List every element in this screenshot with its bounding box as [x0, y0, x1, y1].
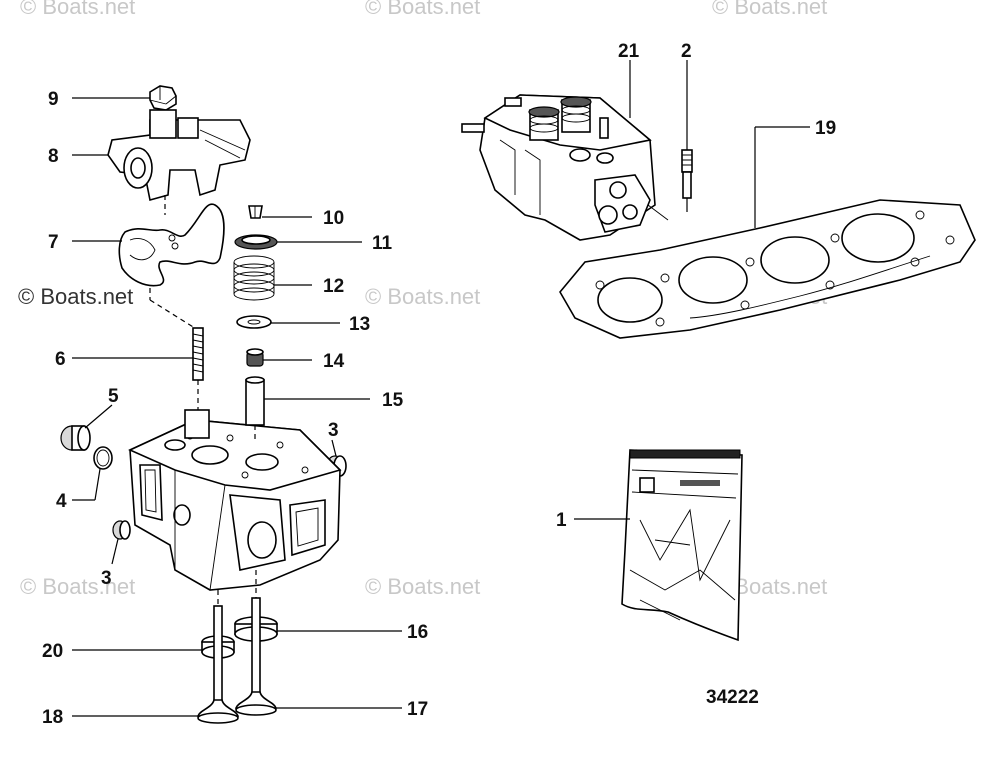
rocker-gasket-drawing	[118, 203, 225, 331]
callout-21: 21	[618, 41, 640, 62]
callout-17: 17	[407, 699, 428, 720]
head-gasket-drawing	[559, 199, 976, 339]
watermark-top-mid: © Boats.net	[365, 0, 480, 19]
callout-labels: 9 8 7 6 5 4 3 3 10 11 12 13 14 15 16 17 …	[42, 41, 836, 728]
callout-2: 2	[681, 41, 692, 62]
o-ring-drawing	[93, 446, 113, 470]
watermark-mid-center: © Boats.net	[365, 284, 480, 309]
callout-8: 8	[48, 146, 59, 167]
callout-11: 11	[372, 233, 393, 254]
callout-4: 4	[56, 491, 67, 512]
watermark-top-right: © Boats.net	[712, 0, 827, 19]
callout-16: 16	[407, 622, 428, 643]
watermark-bot-center: © Boats.net	[365, 574, 480, 599]
leader-lines	[72, 60, 810, 717]
callout-19: 19	[815, 118, 836, 139]
plug-drawing	[60, 425, 91, 451]
callout-14: 14	[323, 351, 345, 372]
gasket-kit-bag-drawing	[621, 449, 743, 642]
callout-13: 13	[349, 314, 370, 335]
cylinder-head-drawing	[128, 409, 342, 605]
callout-7: 7	[48, 232, 59, 253]
figure-number: 34222	[706, 687, 759, 708]
callout-1: 1	[556, 510, 567, 531]
cylinder-head-assembly-drawing	[461, 94, 669, 241]
callout-5: 5	[108, 386, 119, 407]
watermark-bot-left: © Boats.net	[20, 574, 135, 599]
callout-15: 15	[382, 390, 404, 411]
callout-20: 20	[42, 641, 63, 662]
callout-3-right: 3	[328, 420, 339, 441]
callout-3-left: 3	[101, 568, 112, 589]
watermark-top-left: © Boats.net	[20, 0, 135, 19]
watermark-mid-left: © Boats.net	[18, 284, 133, 309]
callout-10: 10	[323, 208, 344, 229]
callout-18: 18	[42, 707, 63, 728]
callout-9: 9	[48, 89, 59, 110]
rocker-arm-drawing	[107, 109, 251, 215]
callout-6: 6	[55, 349, 66, 370]
valves-drawing	[196, 597, 278, 724]
valve-train-drawing	[233, 205, 278, 440]
glow-plug-drawing	[681, 149, 693, 212]
stud-drawing	[192, 327, 204, 410]
callout-12: 12	[323, 276, 344, 297]
